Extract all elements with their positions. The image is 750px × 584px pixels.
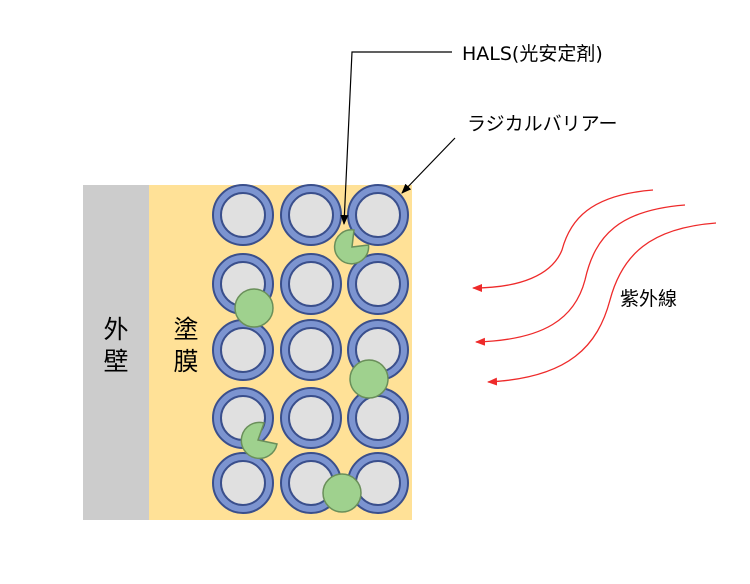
particle [347,387,409,449]
coating-label-char-1: 塗 [173,315,198,344]
uv-arrow [475,204,686,346]
hals-molecule-active [322,473,362,513]
uv-arrow [472,189,654,292]
particle [280,387,342,449]
hals-molecules [234,229,389,513]
particle [212,452,274,514]
outer-wall [83,185,149,520]
particle [347,253,409,315]
outer-wall-label-char-2: 壁 [103,347,128,376]
particle [280,319,342,381]
uv-label: 紫外線 [620,288,677,310]
particle [347,184,409,246]
particle [212,184,274,246]
particle [280,253,342,315]
particle [280,184,342,246]
hals-label: HALS(光安定剤) [462,43,603,65]
radical-barrier-label: ラジカルバリアー [467,113,617,135]
hals-molecule-active [349,359,389,399]
uv-arrow [487,222,717,386]
particle [212,319,274,381]
uv-arrows [472,189,717,386]
hals-molecule-active [234,288,274,328]
outer-wall-label-char-1: 外 [103,315,128,344]
hals-molecule-consumed [240,421,278,460]
hals-molecule-consumed [333,229,370,265]
coating-label-char-2: 膜 [173,347,198,376]
radical-barrier-leader-line [401,137,456,194]
particle [347,452,409,514]
hals-leader-line [340,51,452,225]
particle-grid [212,184,409,514]
